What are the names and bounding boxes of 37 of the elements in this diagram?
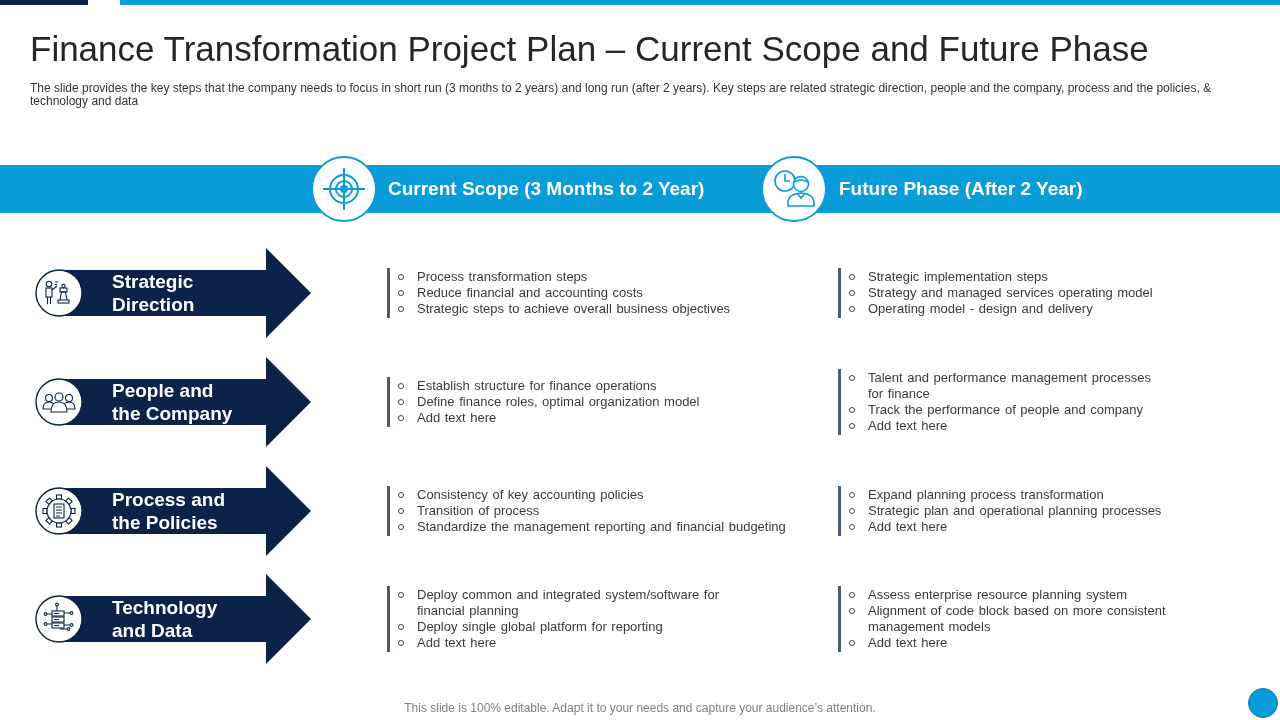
banner-label: Process and the Policies [112, 488, 226, 534]
list-item-text: Assess enterprise resource planning system [868, 587, 1128, 602]
banner-label: Technology and Data [112, 596, 219, 642]
list-item-text: Process transformation steps [417, 269, 588, 284]
list-item-text: Add text here [868, 635, 948, 650]
category-banner [35, 248, 311, 338]
list-item-text: Transition of process [417, 503, 540, 518]
list-item-text: Talent and performance management processes for finance [868, 370, 1151, 401]
list-item-text: Track the performance of people and company [868, 402, 1144, 417]
list-item-text: Add text here [868, 519, 948, 534]
banner-label: People and the Company [112, 379, 234, 425]
slide-title: Finance Transformation Project Plan – Current Scope and Future Phase [30, 29, 1149, 69]
list-item-text: Expand planning process transformation [868, 487, 1104, 502]
list-item-text: Alignment of code block based on more consistent management models [868, 603, 1166, 634]
list-item-text: Add text here [417, 410, 497, 425]
list-item-text: Establish structure for finance operations [417, 378, 657, 393]
category-banner [35, 574, 311, 664]
list-item-text: Strategic implementation steps [868, 269, 1048, 284]
category-banner [35, 357, 311, 447]
list-item-text: Strategic plan and operational planning processes [868, 503, 1162, 518]
list-item-text: Add text here [417, 635, 497, 650]
list-item-text: Define finance roles, optimal organization model [417, 394, 700, 409]
list-item-text: Deploy single global platform for reporting [417, 619, 663, 634]
slide-description: The slide provides the key steps that the company needs to focus in short run (3 months to 2 years) and long run (after 2 years). Key steps are related strategic direction, people and the company, process and the policies, & technology and data [30, 82, 1213, 108]
list-item-text: Reduce financial and accounting costs [417, 285, 643, 300]
category-banner [35, 466, 311, 556]
footer-note: This slide is 100% editable. Adapt it to your needs and capture your audience’s attention. [403, 701, 877, 715]
list-item-text: Strategy and managed services operating model [868, 285, 1153, 300]
list-item-text: Operating model - design and delivery [868, 301, 1093, 316]
list-item-text: Strategic steps to achieve overall business objectives [417, 301, 731, 316]
list-item-text: Add text here [868, 418, 948, 433]
banner-label: Strategic Direction [112, 270, 196, 316]
list-item-text: Consistency of key accounting policies [417, 487, 644, 502]
list-item-text: Standardize the management reporting and financial budgeting [417, 519, 786, 534]
column-heading: Current Scope (3 Months to 2 Year) [388, 177, 705, 201]
list-item-text: Deploy common and integrated system/software for financial planning [417, 587, 719, 618]
column-heading: Future Phase (After 2 Year) [839, 177, 1083, 201]
